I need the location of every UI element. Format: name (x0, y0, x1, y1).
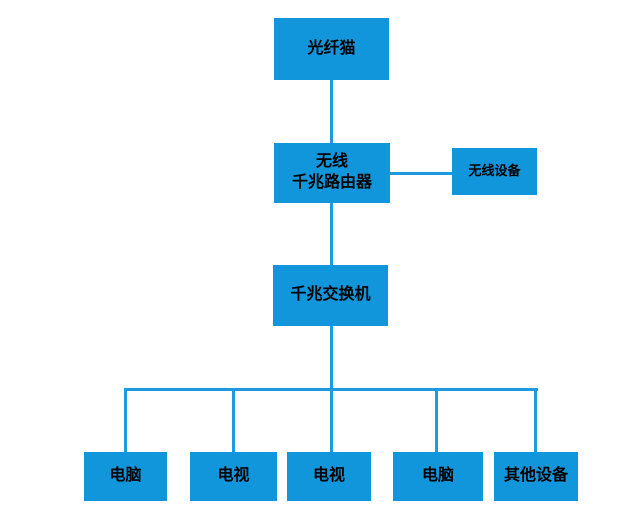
connector-router-to-wireless (390, 172, 452, 175)
connector-switch-to-bus (330, 326, 333, 390)
node-wireless-device: 无线设备 (452, 148, 537, 195)
node-wireless-gigabit-router: 无线 千兆路由器 (274, 143, 390, 203)
connector-bus-line (124, 388, 538, 391)
node-tv-1-label: 电视 (217, 467, 250, 485)
node-computer-2: 电脑 (393, 452, 483, 501)
node-tv-1: 电视 (190, 452, 277, 501)
node-computer-2-label: 电脑 (421, 467, 454, 485)
connector-bus-to-device2 (232, 390, 235, 452)
connector-router-to-switch (330, 203, 333, 265)
node-fiber-modem-label: 光纤猫 (307, 39, 356, 57)
node-fiber-modem: 光纤猫 (274, 18, 389, 80)
node-gigabit-switch-label: 千兆交换机 (290, 286, 371, 304)
node-computer-1: 电脑 (84, 452, 167, 501)
node-router-label-line2: 千兆路由器 (291, 174, 372, 191)
connector-bus-to-device3 (330, 390, 333, 452)
node-tv-2-label: 电视 (312, 467, 345, 485)
node-tv-2: 电视 (287, 452, 371, 501)
node-gigabit-switch: 千兆交换机 (273, 265, 388, 326)
node-other-devices: 其他设备 (494, 452, 578, 501)
connector-bus-to-device1 (124, 390, 127, 452)
node-other-devices-label: 其他设备 (503, 467, 568, 485)
node-computer-1-label: 电脑 (109, 467, 142, 485)
node-router-label-line1: 无线 (315, 153, 348, 171)
node-wireless-device-label: 无线设备 (468, 163, 521, 179)
connector-modem-to-router (330, 80, 333, 143)
connector-bus-to-device4 (435, 390, 438, 452)
connector-bus-to-device5 (534, 390, 537, 452)
